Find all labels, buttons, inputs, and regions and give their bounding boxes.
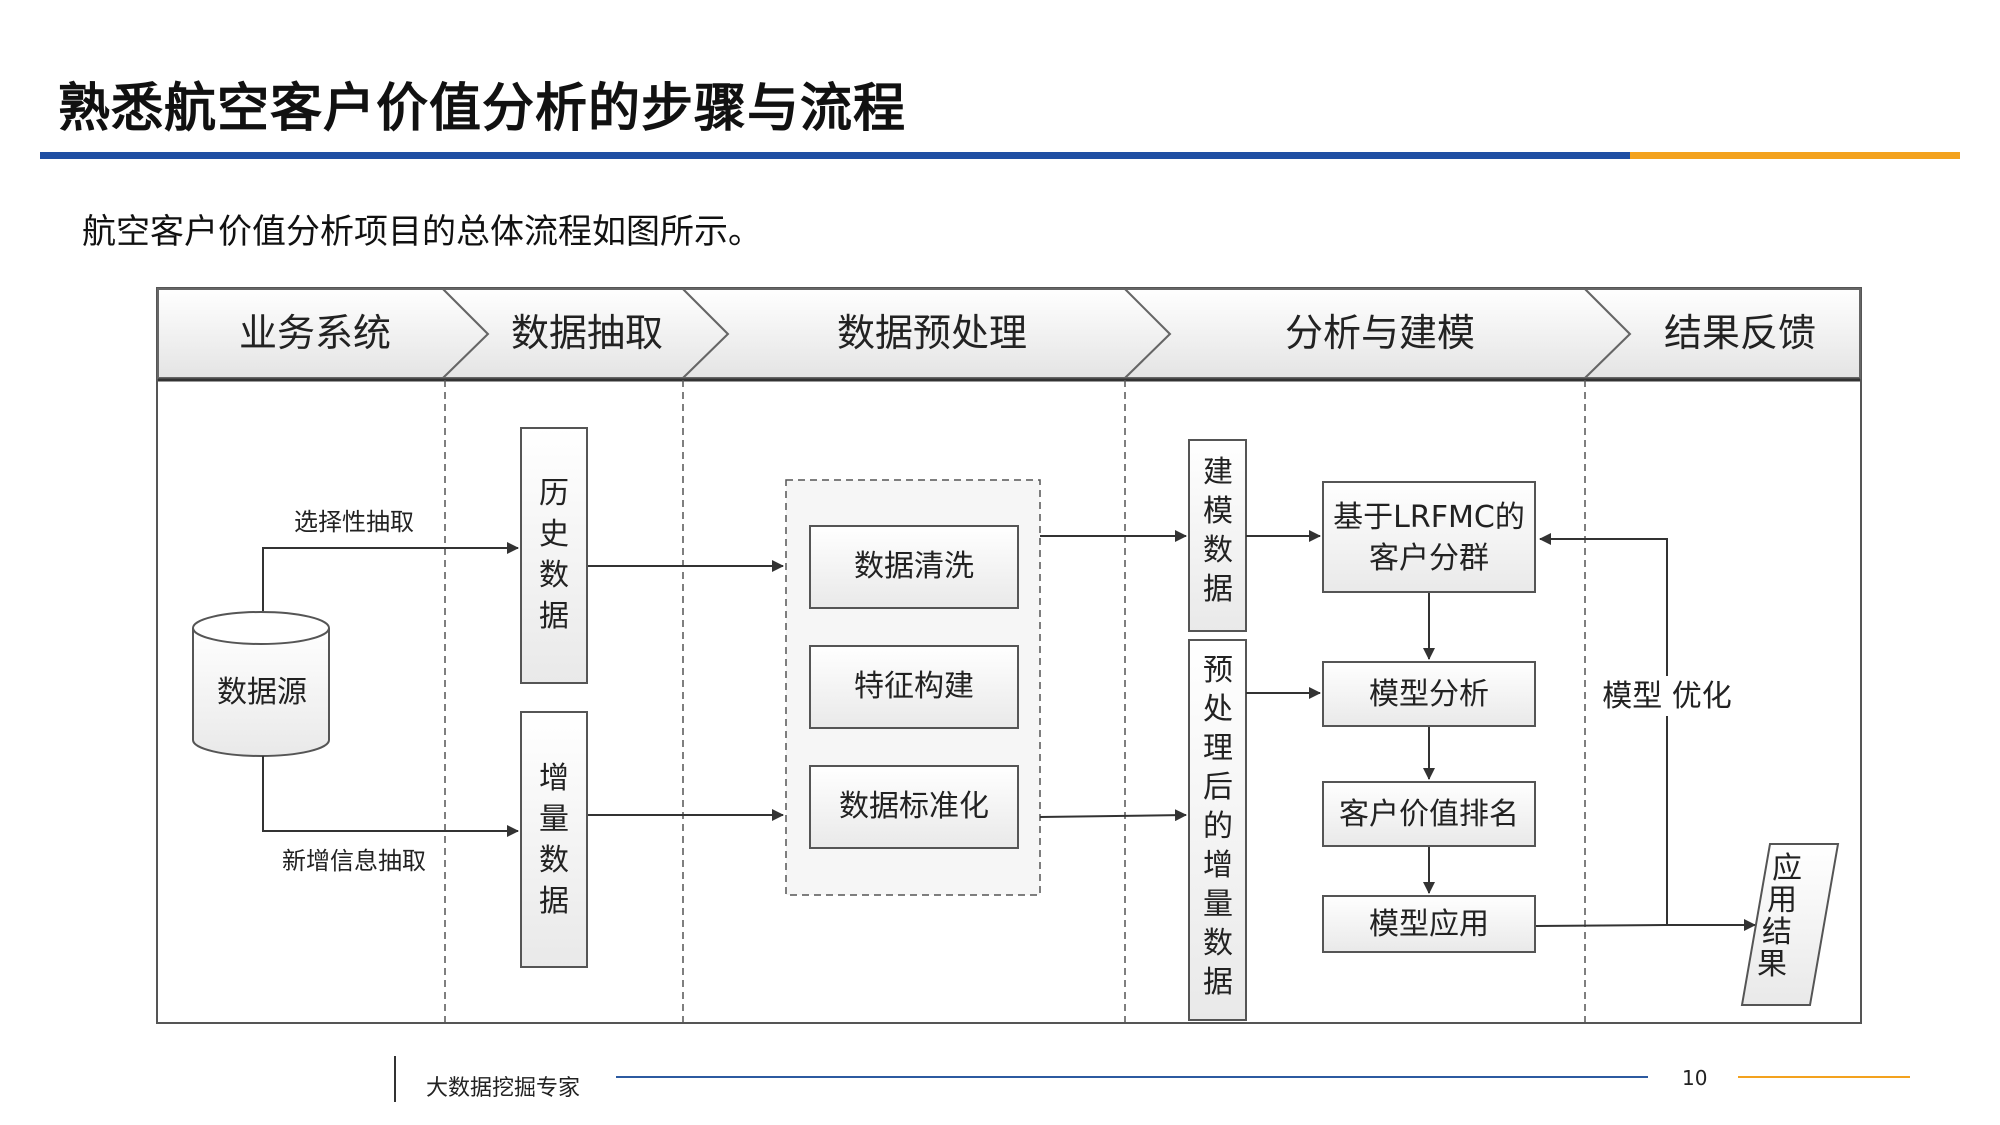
lane-title-4: 分析与建模 xyxy=(1285,311,1475,355)
cluster-box xyxy=(1322,481,1536,593)
ranking-box xyxy=(1322,781,1536,847)
footer-line-orange xyxy=(1738,1076,1910,1078)
modeling-text-char: 建 xyxy=(1203,455,1233,490)
page-title: 熟悉航空客户价值分析的步骤与流程 xyxy=(58,79,907,139)
history-text-char: 数 xyxy=(539,558,569,593)
result-text-char: 用 xyxy=(1767,883,1797,918)
data-source-label: 数据源 xyxy=(217,675,307,710)
processed-text-char: 量 xyxy=(1203,887,1233,922)
model-analysis-box xyxy=(1322,661,1536,727)
lane-title-1: 业务系统 xyxy=(239,311,391,355)
history-text-char: 史 xyxy=(539,517,569,552)
processed-text-char: 预 xyxy=(1203,653,1233,688)
cluster-label-line-1: 基于LRFMC的 xyxy=(1333,500,1525,535)
incremental-text-char: 增 xyxy=(539,761,569,796)
lane-title-5: 结果反馈 xyxy=(1664,311,1816,355)
data-source-cylinder xyxy=(192,611,330,757)
result-text-char: 结 xyxy=(1762,915,1792,950)
processed-text-char: 据 xyxy=(1203,965,1233,1000)
result-text-char: 果 xyxy=(1757,947,1787,982)
lane-header-5 xyxy=(1582,288,1861,379)
incremental-text-char: 据 xyxy=(539,884,569,919)
result-text-char: 应 xyxy=(1772,851,1802,886)
modeling-data-box xyxy=(1188,439,1247,632)
data-standardization-label: 数据标准化 xyxy=(839,789,989,824)
data-standardization-box xyxy=(809,765,1019,849)
incremental-text-char: 量 xyxy=(539,802,569,837)
model-apply-box xyxy=(1322,895,1536,953)
title-underline-blue xyxy=(40,152,1630,159)
arrow-model-optimization xyxy=(1539,533,1668,925)
label-incremental-extract: 新增信息抽取 xyxy=(282,847,426,875)
result-box xyxy=(1740,843,1840,1006)
processed-incremental-box xyxy=(1188,639,1247,1021)
arrow-selective-extract xyxy=(262,542,519,611)
arrow-incremental-extract xyxy=(262,756,519,837)
feature-construction-box xyxy=(809,645,1019,729)
footer-brand: 大数据挖掘专家 xyxy=(426,1076,581,1101)
ranking-label: 客户价值排名 xyxy=(1339,797,1519,832)
footer-line-blue xyxy=(616,1076,1648,1078)
lane-title-2: 数据抽取 xyxy=(511,311,663,355)
footer-divider xyxy=(394,1056,396,1102)
incremental-text-char: 数 xyxy=(539,843,569,878)
title-underline-orange xyxy=(1630,152,1960,159)
data-cleaning-label: 数据清洗 xyxy=(854,549,974,584)
arrow-apply-to-result xyxy=(1535,919,1756,931)
history-data-box xyxy=(520,427,588,684)
data-cleaning-box xyxy=(809,525,1019,609)
processed-text-char: 数 xyxy=(1203,926,1233,961)
model-optimization-label: 模型 优化 xyxy=(1602,679,1732,714)
modeling-text-char: 模 xyxy=(1203,494,1233,529)
history-text-char: 历 xyxy=(539,476,569,511)
modeling-text-char: 数 xyxy=(1203,533,1233,568)
processed-text-char: 增 xyxy=(1203,848,1233,883)
page-number: 10 xyxy=(1682,1066,1708,1090)
arrow-preprocess-to-processed-incremental xyxy=(1039,809,1187,822)
processed-text-char: 处 xyxy=(1203,692,1233,727)
history-text-char: 据 xyxy=(539,599,569,634)
lane-title-3: 数据预处理 xyxy=(837,311,1027,355)
processed-text-char: 的 xyxy=(1203,809,1233,844)
processed-text-char: 理 xyxy=(1203,731,1233,766)
cluster-label-line-2: 客户分群 xyxy=(1369,541,1489,576)
incremental-data-box xyxy=(520,711,588,968)
model-apply-label: 模型应用 xyxy=(1369,907,1489,942)
model-analysis-label: 模型分析 xyxy=(1369,677,1489,712)
processed-text-char: 后 xyxy=(1203,770,1233,805)
intro-text: 航空客户价值分析项目的总体流程如图所示。 xyxy=(82,212,762,252)
modeling-text-char: 据 xyxy=(1203,572,1233,607)
label-selective-extract: 选择性抽取 xyxy=(294,508,414,536)
feature-construction-label: 特征构建 xyxy=(854,669,974,704)
